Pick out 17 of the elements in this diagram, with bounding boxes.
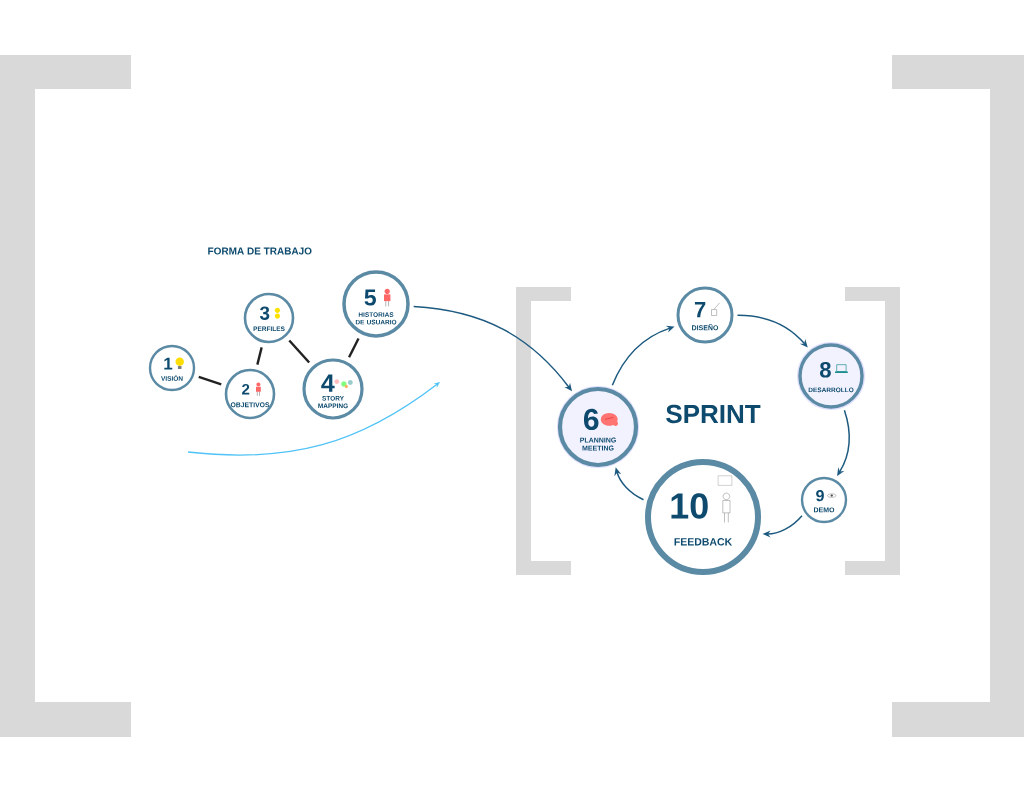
step-number: 9 (816, 489, 824, 502)
step-number: 5 (364, 289, 376, 306)
step-number: 7 (694, 302, 706, 318)
connector-line (256, 347, 263, 365)
step-label: FEEDBACK (674, 538, 733, 546)
step-number: 2 (242, 383, 250, 395)
connector-line (198, 375, 222, 386)
section-title: FORMA DE TRABAJO (208, 247, 312, 255)
step-number: 4 (321, 374, 335, 392)
connector-line (348, 338, 360, 358)
step-number: 6 (583, 408, 599, 430)
step-number: 3 (259, 306, 270, 320)
step-number: 8 (820, 362, 831, 378)
step-number: 1 (164, 357, 173, 370)
connector-line (288, 339, 311, 364)
sprint-label: SPRINT (666, 404, 761, 424)
step-number: 10 (671, 493, 708, 519)
